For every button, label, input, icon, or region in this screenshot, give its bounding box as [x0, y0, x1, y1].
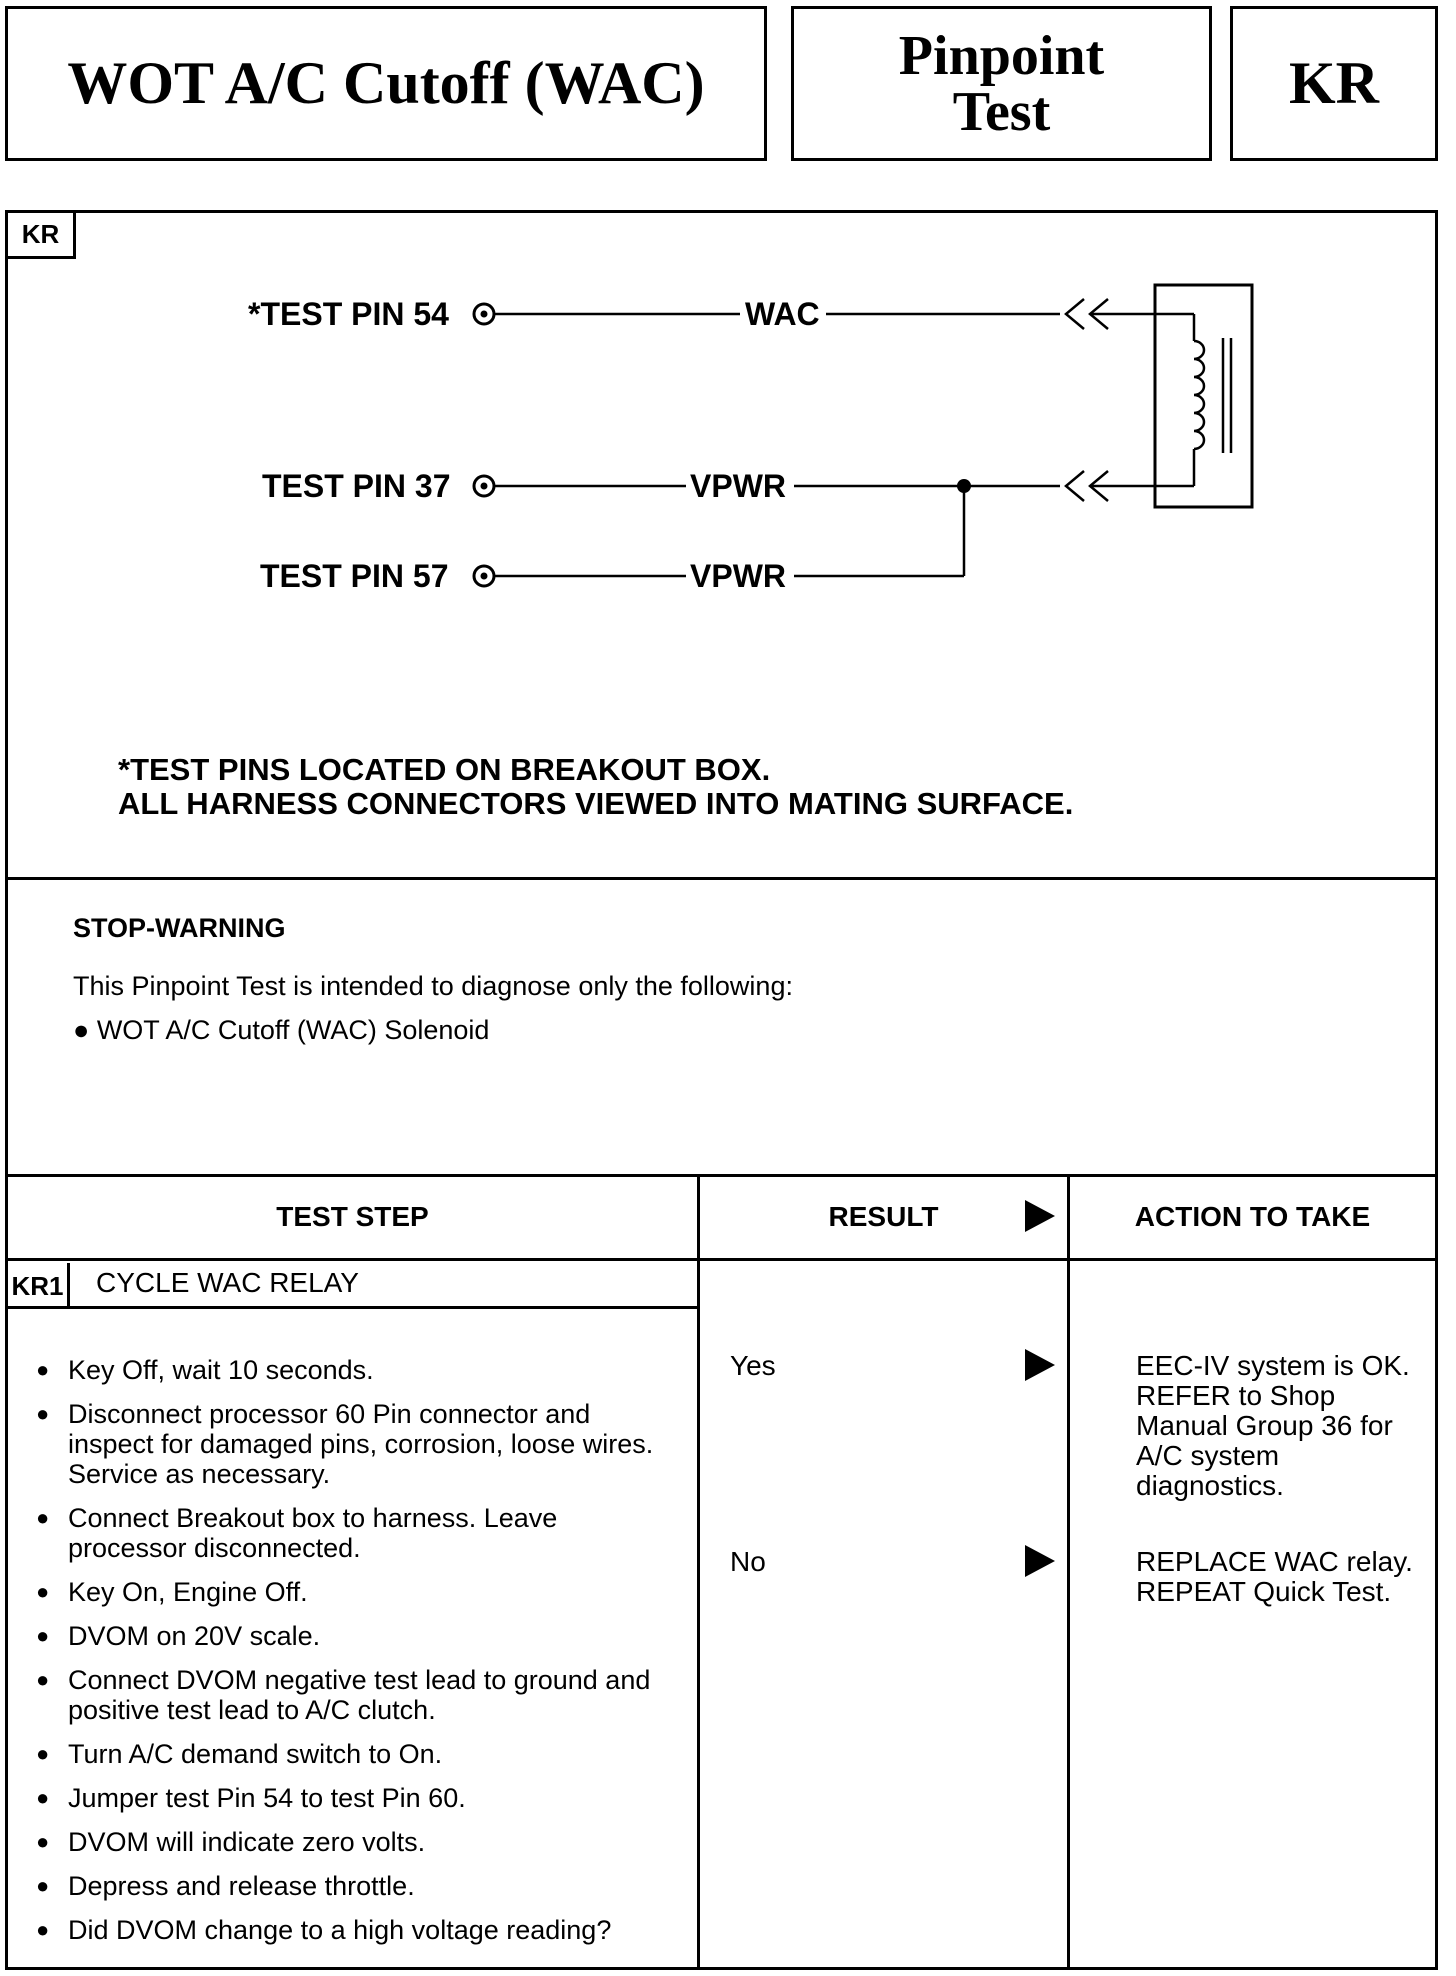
- result-no: No: [730, 1546, 766, 1577]
- step-title: CYCLE WAC RELAY: [96, 1267, 359, 1298]
- arrow-right-icon: [1025, 1349, 1055, 1381]
- test-code: KR: [1289, 50, 1379, 116]
- relay-coil-icon: [1193, 339, 1206, 451]
- test-type-line1: Pinpoint: [898, 24, 1105, 87]
- action-yes: EEC-IV system is OK. REFER to Shop Manua…: [1136, 1350, 1410, 1501]
- pin-label-57: TEST PIN 57: [260, 558, 449, 594]
- warning-bullet-text: WOT A/C Cutoff (WAC) Solenoid: [96, 1015, 490, 1045]
- connector-wac-icon: [1064, 298, 1085, 330]
- warning-text: This Pinpoint Test is intended to diagno…: [73, 971, 793, 1001]
- warning-title: STOP-WARNING: [73, 913, 286, 943]
- pin-label-37: TEST PIN 37: [262, 468, 451, 504]
- section-divider: [8, 877, 1435, 880]
- title-box: WOT A/C Cutoff (WAC): [5, 6, 767, 161]
- column-header-action: ACTION TO TAKE: [1134, 1201, 1371, 1232]
- wac-relay-icon: [1153, 283, 1254, 509]
- test-step-list: Key Off, wait 10 seconds. Disconnect pro…: [36, 1355, 676, 1959]
- step-title-divider: [8, 1306, 700, 1309]
- list-item: Key Off, wait 10 seconds.: [36, 1355, 676, 1385]
- signal-label-vpwr-57: VPWR: [690, 558, 786, 594]
- main-panel: KR *TEST PIN 54 WAC TEST PIN 37 VPWR TES…: [5, 210, 1438, 1970]
- section-divider: [8, 1174, 1435, 1177]
- diagram-note-line2: ALL HARNESS CONNECTORS VIEWED INTO MATIN…: [118, 786, 1074, 821]
- warning-bullet: ● WOT A/C Cutoff (WAC) Solenoid: [73, 1015, 489, 1046]
- list-item: Jumper test Pin 54 to test Pin 60.: [36, 1783, 676, 1813]
- diagram-note-line1: *TEST PINS LOCATED ON BREAKOUT BOX.: [118, 752, 771, 787]
- pin-label-54: *TEST PIN 54: [248, 296, 449, 332]
- signal-label-wac: WAC: [745, 296, 820, 332]
- diagram-note: *TEST PINS LOCATED ON BREAKOUT BOX. ALL …: [118, 753, 1073, 821]
- list-item: DVOM will indicate zero volts.: [36, 1827, 676, 1857]
- list-item: Depress and release throttle.: [36, 1871, 676, 1901]
- column-divider: [1067, 1174, 1070, 1967]
- arrow-right-icon: [1025, 1545, 1055, 1577]
- code-box: KR: [1230, 6, 1438, 161]
- signal-label-vpwr-37: VPWR: [690, 468, 786, 504]
- diagram-tag: KR: [8, 213, 76, 259]
- result-yes: Yes: [730, 1350, 776, 1381]
- test-type-box: Pinpoint Test: [791, 6, 1212, 161]
- column-header-test-step: TEST STEP: [276, 1201, 429, 1232]
- bullet-icon: ●: [73, 1015, 97, 1045]
- list-item: DVOM on 20V scale.: [36, 1621, 676, 1651]
- list-item: Key On, Engine Off.: [36, 1577, 676, 1607]
- list-item: Connect Breakout box to harness. Leave p…: [36, 1503, 676, 1563]
- arrow-right-icon: [1025, 1200, 1055, 1232]
- list-item: Turn A/C demand switch to On.: [36, 1739, 676, 1769]
- list-item: Did DVOM change to a high voltage readin…: [36, 1915, 676, 1945]
- page-title: WOT A/C Cutoff (WAC): [67, 50, 705, 116]
- test-type-line2: Test: [952, 80, 1051, 143]
- action-no: REPLACE WAC relay. REPEAT Quick Test.: [1136, 1546, 1413, 1607]
- header-row-divider: [8, 1258, 1435, 1261]
- list-item: Connect DVOM negative test lead to groun…: [36, 1665, 676, 1725]
- connector-vpwr-icon: [1064, 470, 1085, 502]
- wiring-diagram: *TEST PIN 54 WAC TEST PIN 37 VPWR TEST P…: [248, 283, 1254, 594]
- list-item: Disconnect processor 60 Pin connector an…: [36, 1399, 676, 1489]
- column-divider: [697, 1174, 700, 1967]
- column-header-result: RESULT: [828, 1201, 939, 1232]
- step-code: KR1: [8, 1263, 70, 1309]
